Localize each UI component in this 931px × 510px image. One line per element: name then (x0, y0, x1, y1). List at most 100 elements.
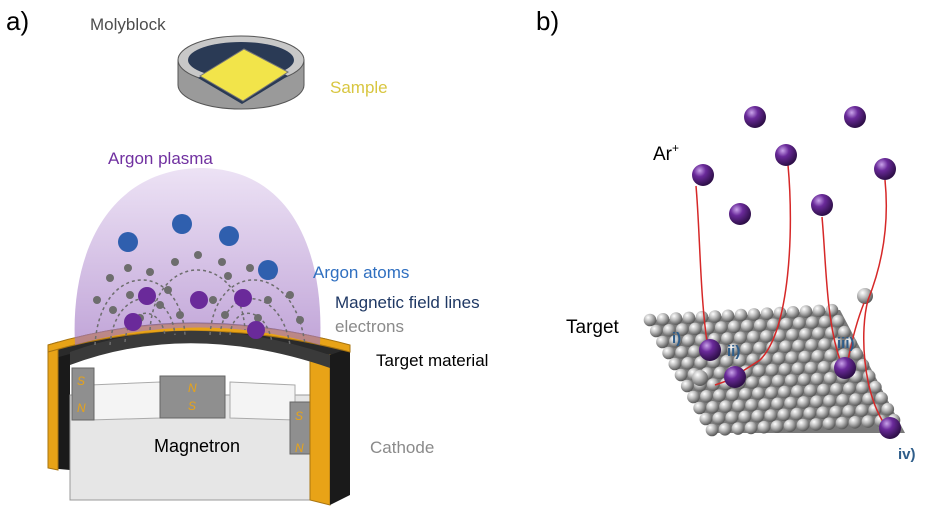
target-atom (766, 341, 779, 354)
target-atom (777, 408, 791, 422)
target-atom (752, 364, 766, 378)
target-atom (695, 310, 709, 324)
target-atom (726, 388, 739, 402)
argon-ion-label: Ar+ (653, 141, 679, 165)
target-atom (799, 328, 812, 341)
target-atom (881, 402, 895, 416)
target-atom (760, 330, 773, 343)
target-atom (785, 351, 799, 365)
target-atom (694, 356, 708, 369)
target-atom (811, 350, 825, 363)
target-atom (803, 407, 817, 420)
cathode-label: Cathode (370, 438, 434, 457)
target-atom (796, 418, 810, 432)
target-label: Target (566, 317, 620, 338)
target-atom (836, 394, 849, 407)
target-atom (656, 335, 669, 349)
target-atom (668, 357, 682, 371)
target-atom (753, 341, 766, 355)
target-atom (681, 357, 695, 370)
target-atom (791, 362, 805, 376)
target-atom (700, 390, 713, 403)
target-atom (771, 374, 785, 388)
cathode-gold-left (47, 341, 59, 471)
target-atom (753, 319, 767, 332)
target-atom (792, 317, 806, 330)
target-atom (721, 309, 735, 323)
panel-b-letter: b) (536, 6, 559, 36)
target-atom (798, 350, 812, 364)
target-atom (732, 399, 745, 413)
trajectory-sputter (847, 302, 865, 361)
trajectory-iii (821, 216, 841, 361)
target-atom (745, 398, 758, 412)
target-atom (669, 312, 683, 325)
target-atom (824, 349, 838, 362)
target-atom (825, 326, 838, 340)
target-atom (643, 313, 657, 327)
target-atom (731, 422, 745, 435)
target-atom (744, 421, 758, 435)
cathode-gold-right (309, 354, 331, 506)
target-atom (719, 400, 732, 413)
pole-center-bottom: S (188, 399, 196, 413)
target-atom (649, 324, 663, 338)
target-atom (831, 314, 845, 328)
incoming-argon-ions (692, 106, 896, 225)
target-atom (848, 416, 862, 429)
target-atom (805, 339, 818, 352)
target-atom (791, 385, 804, 398)
target-atom (784, 374, 798, 387)
target-atom (843, 382, 856, 395)
target-atom (727, 343, 740, 356)
target-atom (778, 385, 791, 399)
target-atom (810, 372, 824, 386)
target-atom (764, 409, 778, 422)
target-atom (869, 380, 882, 394)
target-atom (656, 313, 670, 326)
process-label-ii: ii) (727, 343, 740, 360)
trajectory-iv (862, 179, 888, 426)
target-atom (805, 316, 819, 329)
center-magnet (159, 375, 226, 419)
argon-atoms-label: Argon atoms (313, 263, 409, 282)
pole-left-bottom: N (77, 401, 86, 415)
target-atom (727, 320, 741, 334)
target-atom (797, 396, 810, 409)
target-atom (818, 315, 832, 329)
magnetron-label: Magnetron (154, 436, 240, 456)
trajectory-ii (734, 164, 792, 377)
left-magnet (71, 367, 95, 421)
sputtered-atom (857, 288, 873, 304)
target-atom (662, 346, 675, 360)
target-atom (818, 338, 831, 351)
target-atom (706, 401, 719, 414)
pole-right-top: S (295, 409, 303, 423)
argon-ions (124, 287, 265, 339)
cathode-wall-right (330, 348, 350, 505)
process-label-iii: iii) (837, 335, 855, 352)
target-atom (790, 407, 804, 421)
target-atom (733, 354, 747, 367)
target-atom (772, 352, 786, 365)
target-atom (784, 396, 797, 410)
target-atom (812, 304, 826, 318)
target-atom (809, 418, 823, 431)
pole-right-bottom: N (295, 441, 304, 455)
target-atom (720, 354, 734, 368)
target-atom (850, 347, 864, 361)
panel-a-letter: a) (6, 6, 29, 36)
target-atom (825, 303, 839, 317)
target-lattice (643, 303, 901, 437)
target-atom (816, 406, 830, 420)
target-atom (675, 323, 689, 336)
molyblock-label: Molyblock (90, 15, 166, 34)
target-atom (760, 307, 774, 321)
target-atom (766, 318, 780, 332)
target-material-disc (70, 330, 330, 368)
target-atom (771, 397, 784, 411)
target-atom (842, 405, 856, 418)
panel-b: b) Ar+ Target (536, 6, 916, 463)
target-atom (838, 325, 851, 339)
